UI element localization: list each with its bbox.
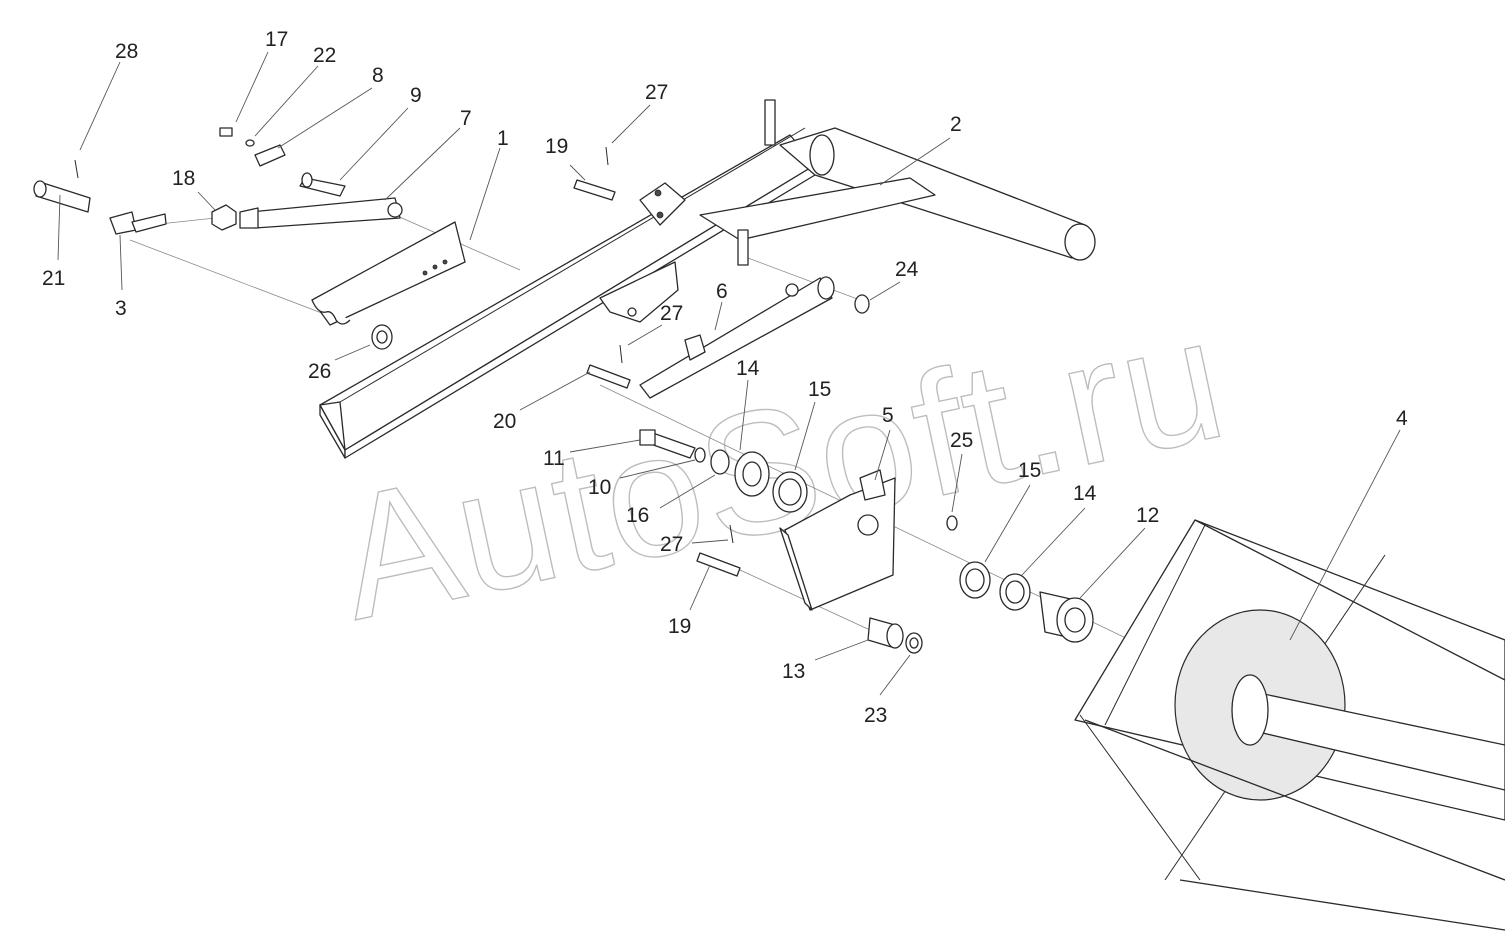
callout-22: 22 (313, 44, 336, 67)
fitting-part-3 (109, 211, 167, 235)
beam-hanger-bracket (599, 261, 679, 323)
washer-part-24 (854, 294, 870, 314)
nut-part-18 (211, 204, 237, 231)
callout-27-top: 27 (645, 81, 668, 104)
callout-6: 6 (716, 280, 728, 303)
pin-part-19-top (573, 179, 616, 201)
cross-tube-part-2 (699, 99, 1096, 266)
sleeve-part-21 (33, 180, 91, 213)
callout-14-left: 14 (736, 357, 760, 380)
mounting-plate-part-5 (779, 469, 896, 611)
pin-part-9 (299, 172, 346, 197)
bolt-part-17 (219, 127, 233, 137)
leader-lines (57, 51, 1401, 696)
cotter-pin-part-27-top (605, 146, 609, 166)
callout-labels: 28 17 22 8 9 7 1 18 21 3 26 19 27 2 24 6… (42, 28, 1408, 727)
channel-bracket (311, 221, 466, 326)
hydraulic-cylinder-part-6 (639, 276, 835, 399)
callout-4: 4 (1396, 407, 1408, 430)
callout-24: 24 (895, 258, 919, 281)
callout-1: 1 (497, 127, 509, 150)
washer-part-16 (710, 449, 730, 475)
callout-17: 17 (265, 28, 288, 51)
callout-8: 8 (372, 64, 384, 87)
callout-15-left: 15 (808, 378, 831, 401)
callout-3: 3 (115, 297, 127, 320)
main-beam-part-1 (319, 127, 816, 459)
bushing-part-14-left (734, 451, 770, 497)
bushing-part-14-right (999, 573, 1031, 611)
callout-27-middle: 27 (660, 302, 683, 325)
callout-19-top: 19 (545, 135, 568, 158)
callout-5: 5 (882, 404, 894, 427)
washer-part-22 (245, 139, 255, 147)
callout-25: 25 (950, 429, 973, 452)
callout-15-right: 15 (1018, 459, 1041, 482)
callout-27-bottom: 27 (660, 533, 683, 556)
callout-26: 26 (308, 360, 331, 383)
callout-13: 13 (782, 660, 805, 683)
callout-7: 7 (460, 107, 472, 130)
callout-28: 28 (115, 40, 138, 63)
callout-11: 11 (543, 447, 565, 470)
callout-12: 12 (1136, 504, 1159, 527)
callout-19-bottom: 19 (668, 615, 691, 638)
ring-part-15-right (959, 561, 991, 599)
callout-2: 2 (950, 113, 962, 136)
reel-part-4 (1074, 519, 1505, 931)
bushing-part-12 (1039, 591, 1094, 643)
callout-21: 21 (42, 267, 65, 290)
washer-part-23 (905, 632, 923, 654)
callout-10: 10 (588, 476, 611, 499)
callout-18: 18 (172, 167, 195, 190)
cotter-pin-part-28 (74, 159, 79, 179)
cotter-pin-part-27-bottom (729, 524, 734, 544)
callout-14-right: 14 (1073, 482, 1097, 505)
bushing-part-13 (867, 617, 904, 649)
washer-part-10 (694, 447, 706, 463)
ring-part-15-left (772, 471, 808, 513)
callout-20: 20 (493, 410, 516, 433)
cylinder-part-7 (239, 197, 403, 229)
washer-part-26 (371, 324, 393, 350)
pin-part-20 (586, 364, 631, 389)
plate-part-8 (254, 144, 286, 167)
pin-part-19-bottom (696, 552, 741, 577)
bolt-part-11 (639, 429, 696, 459)
cotter-pin-part-27-middle (619, 344, 623, 364)
callout-23: 23 (864, 704, 887, 727)
callout-9: 9 (410, 84, 422, 107)
washer-part-25 (946, 515, 958, 531)
pin-bracket-top (639, 182, 686, 226)
callout-16: 16 (626, 504, 649, 527)
